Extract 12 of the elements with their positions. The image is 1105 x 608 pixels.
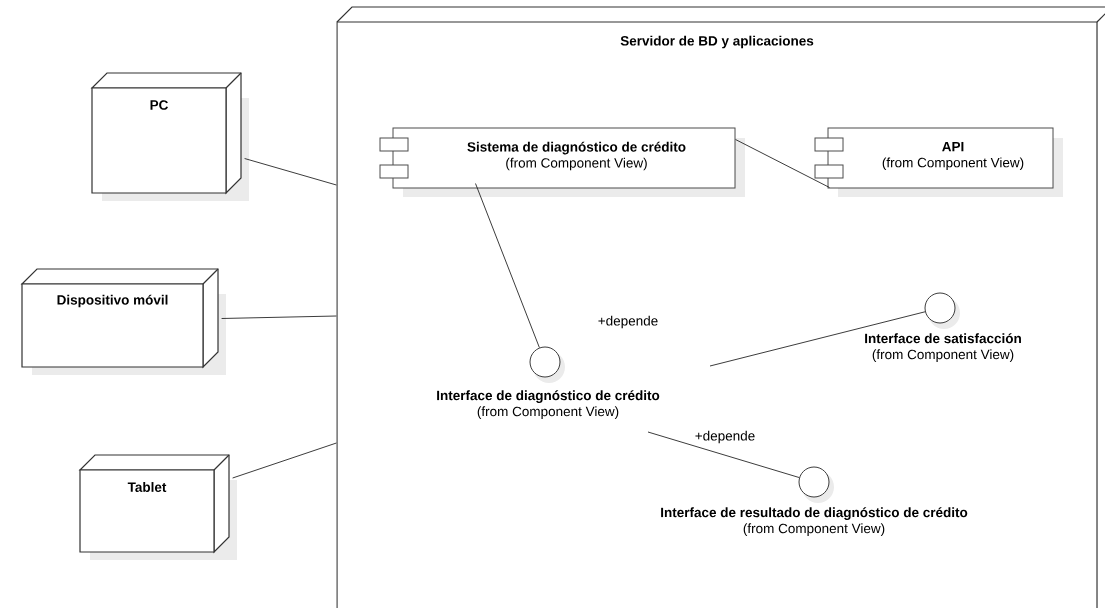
component-box: Sistema de diagnóstico de crédito (from Component View) — [379, 127, 745, 197]
connector-line — [475, 183, 540, 349]
component-box: API (from Component View) — [814, 127, 1063, 197]
connector-line — [709, 311, 926, 367]
connector-line — [647, 431, 800, 478]
interface-label: Interface de resultado de diagnóstico de crédito (from Component View) — [661, 507, 968, 536]
interface-label: Interface de satisfacción (from Component View) — [865, 333, 1021, 362]
connector-line — [232, 442, 337, 479]
connector-line — [244, 158, 337, 186]
connector-line — [735, 139, 830, 188]
interface-label: Interface de diagnóstico de crédito (from Component View) — [437, 390, 660, 419]
connector-line — [221, 315, 337, 319]
